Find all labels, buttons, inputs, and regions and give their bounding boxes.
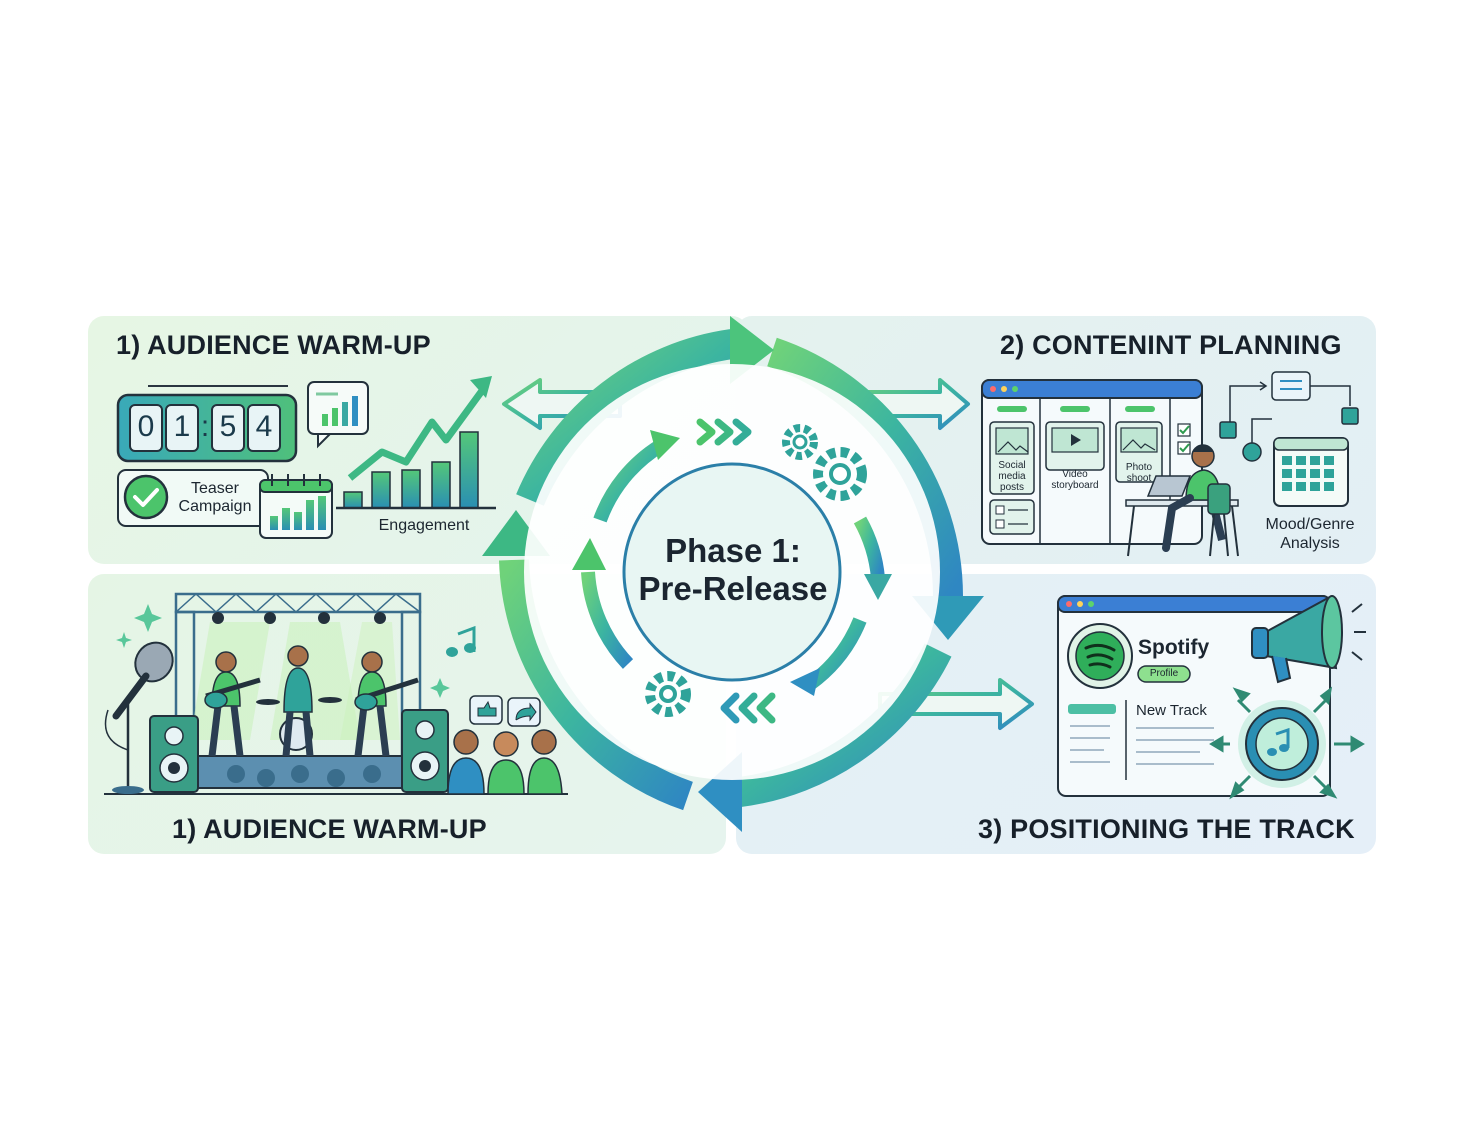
bar-chart-icon: [336, 376, 496, 510]
speaker-icon: [149, 715, 199, 793]
new-track-label: New Track: [1136, 702, 1207, 719]
card-video-line2: storyboard: [1051, 480, 1099, 491]
card-photo-line2: shoot: [1126, 473, 1152, 484]
chevrons-icon: [720, 692, 776, 724]
planner-window: [981, 379, 1203, 545]
gear-icon: [813, 447, 867, 501]
timer-digit: 5: [219, 410, 237, 443]
teaser-label-line1: Teaser: [190, 480, 240, 497]
music-note-icon: [446, 625, 476, 657]
person-at-desk: [1125, 444, 1239, 557]
megaphone-icon: [1251, 595, 1366, 684]
chat-chart-icon: [307, 381, 369, 449]
inner-arrow-heads: [572, 430, 892, 696]
center-phase-label: Phase 1: Pre-Release: [615, 532, 851, 608]
thumbs-up-icon: [469, 695, 503, 725]
trend-arrow-icon: [347, 385, 487, 481]
card-social-line2: media: [998, 471, 1026, 482]
panel-title-positioning-track: 3) POSITIONING THE TRACK: [978, 814, 1355, 844]
profile-badge: Profile: [1149, 668, 1179, 679]
gear-icon: [645, 671, 691, 717]
timer-separator: :: [200, 410, 210, 443]
calendar-icon: [1273, 437, 1349, 507]
center-line2: Pre-Release: [638, 570, 828, 607]
panel-title-audience-warmup-bottom: 1) AUDIENCE WARM-UP: [172, 814, 487, 844]
gear-icon: [782, 424, 818, 460]
timer-digit: 1: [173, 410, 191, 443]
teaser-label-line2: Campaign: [178, 498, 252, 515]
panel-title-audience-warmup-top: 1) AUDIENCE WARM-UP: [116, 330, 431, 360]
spotify-logo-icon: [1067, 623, 1133, 689]
timer-digit: 0: [137, 410, 155, 443]
engagement-label: Engagement: [378, 517, 470, 534]
card-social-line1: Social: [998, 460, 1026, 471]
mood-label-line2: Analysis: [1280, 535, 1340, 552]
center-circle: [622, 462, 842, 682]
panel-title-content-planning: 2) CONTENINT PLANNING: [1000, 330, 1342, 360]
card-video-line1: Video: [1062, 469, 1088, 480]
chevrons-icon: [696, 418, 752, 446]
calendar-icon: [259, 474, 333, 539]
card-social-line3: posts: [1000, 482, 1024, 493]
stage-scene: [104, 592, 568, 795]
target-icon: [1209, 686, 1365, 800]
card-photo-line1: Photo: [1125, 462, 1153, 473]
timer-digit: 4: [255, 410, 273, 443]
share-icon: [507, 697, 541, 727]
microphone-icon: [104, 641, 174, 794]
checkmark-icon: [133, 488, 159, 507]
spotify-label: Spotify: [1138, 636, 1210, 659]
laptop-icon: [1146, 475, 1192, 497]
flowchart-icon: [1219, 371, 1359, 462]
center-line1: Phase 1:: [665, 532, 801, 569]
speaker-icon: [401, 709, 449, 793]
mood-label-line1: Mood/Genre: [1265, 516, 1355, 533]
timer-icon: [116, 385, 298, 463]
